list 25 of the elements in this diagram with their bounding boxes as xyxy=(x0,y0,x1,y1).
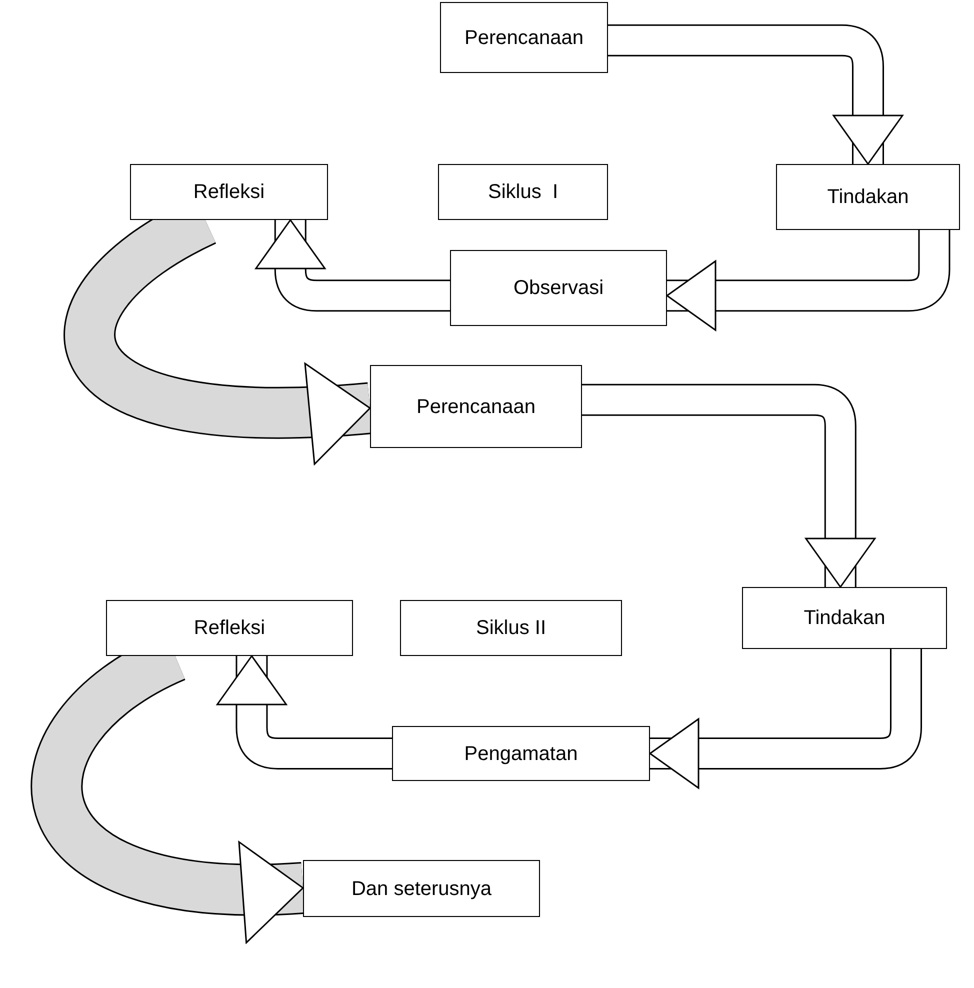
box-label: Refleksi xyxy=(193,180,265,205)
process-box xyxy=(776,164,960,230)
process-box xyxy=(130,164,328,220)
process-box xyxy=(303,860,540,917)
box-label: Perencanaan xyxy=(464,26,584,50)
process-box xyxy=(392,726,650,781)
block-arrow xyxy=(608,24,904,165)
process-box xyxy=(370,365,582,448)
process-box xyxy=(400,600,622,656)
block-arrow xyxy=(666,230,950,331)
box-label: Tindakan xyxy=(804,606,886,631)
process-box xyxy=(742,587,947,649)
block-arrow xyxy=(649,649,922,789)
block-arrow xyxy=(255,219,450,312)
box-label: Tindakan xyxy=(827,185,909,210)
box-label: Siklus II xyxy=(476,616,546,641)
process-box xyxy=(440,2,608,73)
box-label: Dan seterusnya xyxy=(351,876,492,902)
process-box xyxy=(438,164,608,220)
box-label: Pengamatan xyxy=(464,742,578,766)
process-box xyxy=(450,250,667,326)
box-label: Siklus I xyxy=(488,180,558,205)
box-label: Observasi xyxy=(513,276,604,301)
box-label: Perencanaan xyxy=(416,394,536,420)
block-arrow xyxy=(582,384,876,588)
